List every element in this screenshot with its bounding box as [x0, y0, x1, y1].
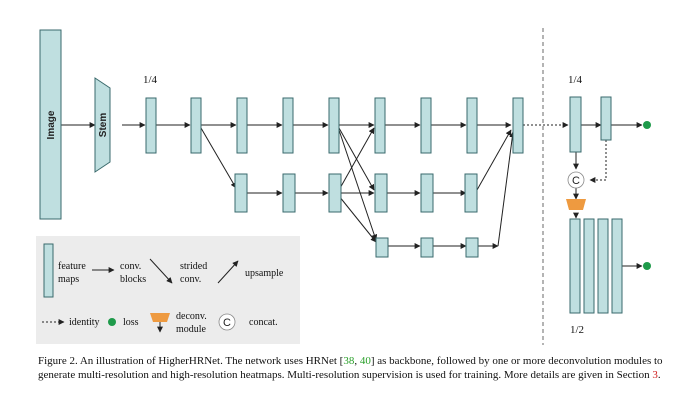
deconv-module: [566, 199, 586, 210]
loss-dot-top: [643, 121, 651, 129]
feature-block: [375, 237, 389, 258]
scale-label-quarter-right: 1/4: [568, 74, 583, 86]
scale-label-quarter-left: 1/4: [143, 74, 158, 86]
legend-concat-symbol: C: [223, 317, 231, 329]
legend-strided-conv: conv.: [180, 274, 201, 285]
feature-block: [583, 218, 595, 314]
feature-block: [600, 96, 612, 141]
feature-block: [328, 97, 340, 154]
legend-concat: concat.: [249, 317, 278, 328]
feature-block: [374, 97, 386, 154]
feature-block: [420, 237, 434, 258]
legend: feature maps conv. blocks strided conv. …: [42, 243, 284, 335]
caption-sep: ,: [354, 355, 360, 367]
legend-loss-dot: [108, 318, 116, 326]
feature-block: [374, 173, 388, 213]
feature-block: [569, 96, 582, 153]
legend-identity: identity: [69, 317, 100, 328]
legend-feature: feature: [58, 261, 86, 272]
legend-upsample: upsample: [245, 268, 284, 279]
concat-circle: [567, 171, 585, 189]
image-label: Image: [46, 110, 57, 139]
feature-block: [569, 218, 581, 314]
figure-caption: Figure 2. An illustration of HigherHRNet…: [38, 354, 678, 382]
feature-block: [282, 173, 296, 213]
caption-ref-2[interactable]: 40: [359, 355, 371, 367]
feature-block: [465, 237, 479, 258]
legend-box: [36, 236, 300, 344]
feature-block: [512, 97, 524, 154]
feature-block: [236, 97, 248, 154]
feature-block: [145, 97, 157, 154]
stage-row-2: [234, 173, 478, 213]
legend-module: module: [176, 324, 207, 335]
feature-block: [466, 97, 478, 154]
feature-block: [190, 97, 202, 154]
legend-maps: maps: [58, 274, 79, 285]
legend-loss: loss: [123, 317, 139, 328]
connections: [61, 122, 643, 269]
feature-block: [234, 173, 248, 213]
feature-block: [420, 173, 434, 213]
legend-concat-circle: [218, 313, 236, 331]
stem-block: [94, 77, 111, 173]
feature-block: [420, 97, 432, 154]
concat-symbol: C: [572, 175, 580, 187]
scale-label-half: 1/2: [570, 324, 584, 336]
stem-label: Stem: [98, 113, 109, 138]
right-blocks-bottom: [569, 218, 623, 314]
feature-block: [611, 218, 623, 314]
caption-prefix: Figure 2. An illustration of HigherHRNet…: [38, 355, 344, 367]
legend-blocks: blocks: [120, 274, 146, 285]
caption-ref-1[interactable]: 38: [343, 355, 355, 367]
architecture-diagram: Image Stem 1/4 1/4 C: [36, 28, 651, 345]
legend-conv: conv.: [120, 261, 141, 272]
legend-deconv: deconv.: [176, 311, 207, 322]
image-block: [39, 29, 62, 220]
feature-block: [597, 218, 609, 314]
caption-mid: ] as backbone, followed by one or more d…: [38, 355, 663, 381]
legend-deconv-icon: [150, 313, 170, 322]
caption-suffix: .: [657, 369, 661, 381]
feature-block: [328, 173, 342, 213]
legend-feature-map-swatch: [43, 243, 54, 298]
stage-row-1: [145, 97, 524, 154]
caption-section-link[interactable]: 3: [652, 369, 658, 381]
loss-dot-bottom: [643, 262, 651, 270]
stage-row-3: [375, 237, 479, 258]
legend-strided: strided: [180, 261, 207, 272]
feature-block: [282, 97, 294, 154]
feature-block: [464, 173, 478, 213]
right-blocks-top: [569, 96, 612, 153]
